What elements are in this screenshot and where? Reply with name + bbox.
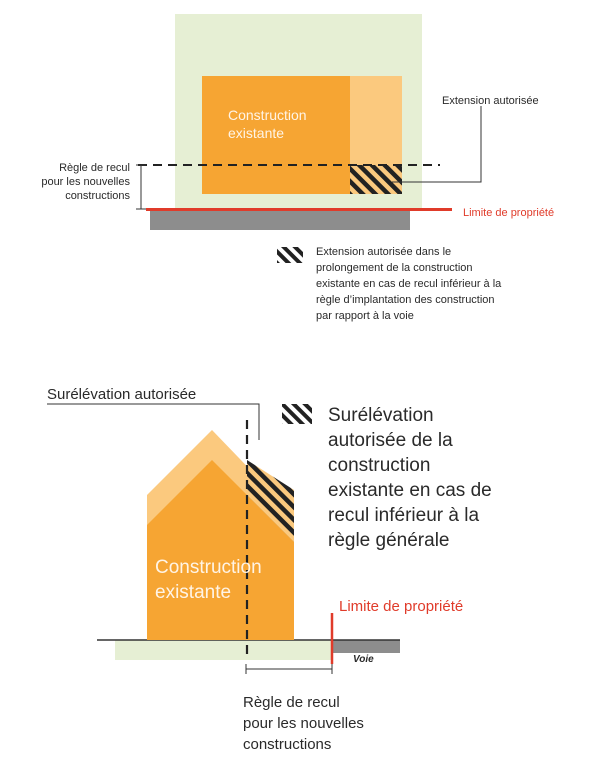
extension-leader-line bbox=[392, 106, 482, 183]
recul-label-line: Règle de recul bbox=[243, 694, 340, 711]
construction-label-line: Construction bbox=[155, 557, 262, 578]
recul-label-bottom: Règle de recul pour les nouvelles constr… bbox=[243, 692, 364, 755]
legend-line: existante en cas de recul inférieur à la bbox=[316, 277, 502, 290]
property-limit-label-bottom: Limite de propriété bbox=[339, 598, 464, 615]
legend-line: Surélévation bbox=[328, 405, 434, 426]
legend-line: Extension autorisée dans le bbox=[316, 246, 452, 258]
construction-label-bottom: Construction existante bbox=[155, 556, 262, 605]
ground-band bbox=[115, 640, 333, 660]
recul-label-top: Règle de recul pour les nouvelles constr… bbox=[20, 162, 130, 203]
recul-label-line: pour les nouvelles bbox=[41, 175, 130, 188]
construction-label-line: existante bbox=[228, 124, 285, 141]
recul-label-line: pour les nouvelles bbox=[243, 715, 364, 732]
existing-construction-house bbox=[147, 460, 247, 640]
legend-line: prolongement de la construction bbox=[316, 261, 473, 274]
legend-line: par rapport à la voie bbox=[316, 309, 414, 322]
construction-label-line: Construction bbox=[228, 107, 307, 123]
legend-line: autorisée de la bbox=[328, 430, 453, 452]
surelevation-label: Surélévation autorisée bbox=[47, 386, 197, 403]
surelevation-leader-line bbox=[47, 403, 260, 440]
property-limit-label-top: Limite de propriété bbox=[463, 207, 555, 219]
construction-label-top: Construction existante bbox=[228, 107, 307, 142]
legend-line: recul inférieur à la bbox=[328, 505, 480, 527]
surelevation-legend-text: Surélévation autorisée de la constructio… bbox=[328, 403, 492, 553]
legend-line: existante en cas de bbox=[328, 480, 492, 502]
recul-label-line: constructions bbox=[243, 736, 332, 753]
construction-label-line: existante bbox=[155, 581, 232, 603]
extension-legend-text: Extension autorisée dans le prolongement… bbox=[316, 245, 501, 325]
legend-line: règle d’implantation des construction bbox=[316, 293, 495, 306]
voie-label: Voie bbox=[353, 654, 374, 665]
legend-line: règle générale bbox=[328, 530, 450, 552]
hatched-surelevation bbox=[247, 460, 294, 542]
hatched-extension bbox=[350, 165, 402, 194]
legend-hatch-swatch-bottom bbox=[282, 404, 312, 424]
road-band-bottom bbox=[333, 640, 400, 653]
recul-label-line: constructions bbox=[65, 189, 130, 202]
recul-label-line: Règle de recul bbox=[59, 162, 130, 174]
legend-line: construction bbox=[328, 455, 431, 477]
extension-label: Extension autorisée bbox=[442, 95, 539, 107]
existing-construction bbox=[202, 76, 350, 194]
legend-hatch-swatch-top bbox=[277, 247, 303, 263]
road-band bbox=[150, 210, 410, 230]
existing-construction-house-right bbox=[247, 495, 294, 640]
